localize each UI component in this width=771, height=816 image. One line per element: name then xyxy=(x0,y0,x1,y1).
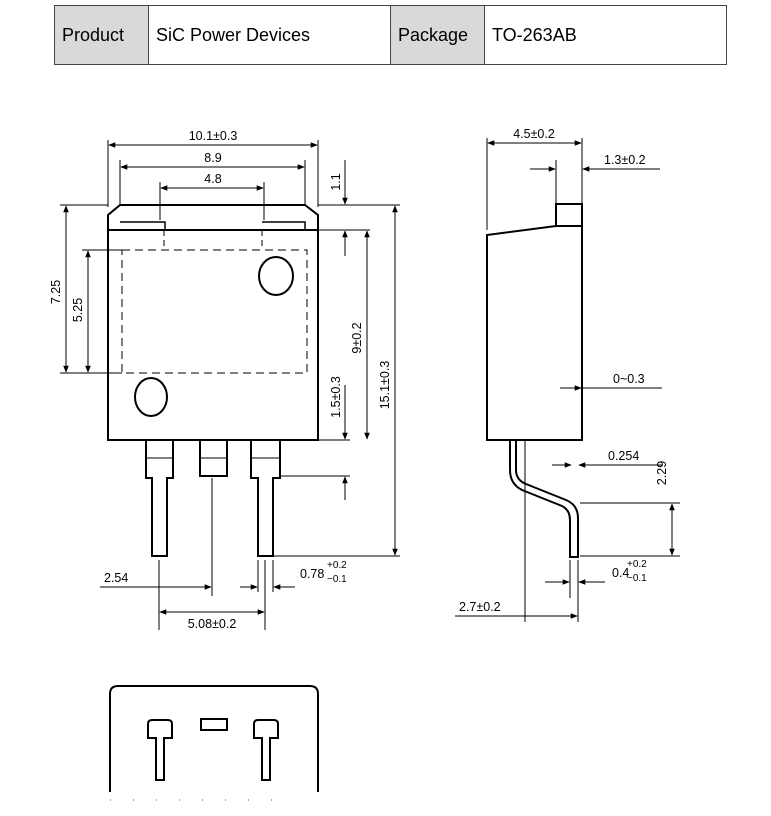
lead-left xyxy=(145,440,174,557)
front-dimensions xyxy=(60,140,400,630)
dim-tab-width: 4.8 xyxy=(204,172,221,186)
dim-lead-span: 5.08±0.2 xyxy=(188,617,237,631)
product-label: Product xyxy=(54,5,149,65)
dim-body-height: 9±0.2 xyxy=(350,322,364,353)
bottom-tab-slot xyxy=(200,718,228,731)
package-value: TO-263AB xyxy=(484,5,727,65)
bottom-body-outline xyxy=(109,685,319,792)
dim-tab-thickness: 1.3±0.2 xyxy=(604,153,646,167)
dim-top-offset: 1.1 xyxy=(329,173,343,190)
side-lead xyxy=(509,440,579,558)
dim-standoff: 0.254 xyxy=(608,449,639,463)
pin1-mark xyxy=(258,256,294,296)
side-view xyxy=(486,203,583,558)
side-dimension-labels: 4.5±0.2 1.3±0.2 0~0.3 0.254 2.29 0.4 +0.… xyxy=(459,127,669,614)
front-view xyxy=(107,204,319,557)
dim-lead-thickness-plus: +0.2 xyxy=(627,559,647,570)
side-dimensions xyxy=(455,138,680,622)
pad-outline xyxy=(121,249,308,374)
dim-bend-height: 2.29 xyxy=(655,461,669,485)
dim-height-left: 7.25 xyxy=(49,280,63,304)
dim-flatness: 0~0.3 xyxy=(613,372,645,386)
product-value: SiC Power Devices xyxy=(148,5,391,65)
dim-overall-width: 10.1±0.3 xyxy=(189,129,238,143)
package-label: Package xyxy=(390,5,485,65)
side-body-outline xyxy=(486,225,583,441)
dim-pad-height: 5.25 xyxy=(71,298,85,322)
front-dimension-labels: 10.1±0.3 8.9 4.8 1.1 7.25 5.25 9±0.2 1.5… xyxy=(49,129,392,631)
dim-lead-thickness-minus: −0.1 xyxy=(627,573,647,584)
dim-lead-width-plus: +0.2 xyxy=(327,560,347,571)
dim-pitch: 2.54 xyxy=(104,571,128,585)
bottom-lead-left xyxy=(147,719,173,781)
side-tab xyxy=(555,203,583,227)
bottom-view xyxy=(109,685,319,801)
dim-overall-height: 15.1±0.3 xyxy=(378,361,392,410)
dim-inner-width: 8.9 xyxy=(204,151,221,165)
lead-right xyxy=(250,440,281,557)
front-body-outline xyxy=(107,204,319,441)
bottom-lead-right xyxy=(253,719,279,781)
dim-foot-length: 2.7±0.2 xyxy=(459,600,501,614)
ejector-mark xyxy=(134,377,168,417)
dim-lead-width-minus: −0.1 xyxy=(327,574,347,585)
dim-lead-width-main: 0.78 xyxy=(300,567,324,581)
header-table: Product SiC Power Devices Package TO-263… xyxy=(54,5,727,65)
dim-lower-offset: 1.5±0.3 xyxy=(329,376,343,418)
dim-lead-thickness-main: 0.4 xyxy=(612,566,629,580)
dim-body-thickness: 4.5±0.2 xyxy=(513,127,555,141)
